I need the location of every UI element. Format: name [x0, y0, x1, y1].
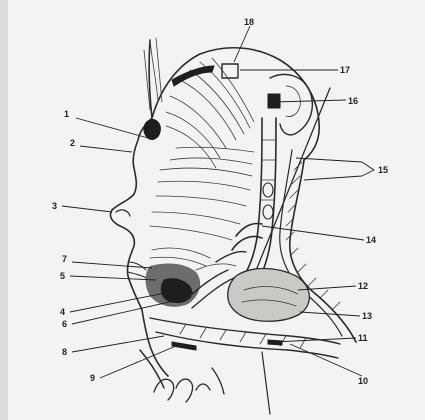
label-17: 17	[340, 65, 350, 75]
label-3: 3	[52, 201, 57, 211]
label-5: 5	[60, 271, 65, 281]
back-line	[262, 352, 270, 414]
ear-canal	[268, 94, 280, 108]
vessel-branch-lower	[216, 251, 246, 262]
label-1: 1	[64, 109, 69, 119]
label-9: 9	[90, 373, 95, 383]
label-7: 7	[62, 254, 67, 264]
shoulder-right	[212, 368, 224, 394]
sternal-dark-spot	[268, 340, 282, 345]
label-12: 12	[358, 281, 368, 291]
temporal-muscle	[166, 58, 254, 168]
nostril	[116, 210, 130, 216]
face-profile-outline	[110, 40, 168, 376]
label-16: 16	[348, 96, 358, 106]
label-2: 2	[70, 138, 75, 148]
label-6: 6	[62, 319, 67, 329]
condyle-block	[222, 64, 238, 78]
hand-fingers	[154, 379, 210, 402]
label-14: 14	[366, 235, 376, 245]
eye-region	[144, 120, 160, 140]
paper-edge-shadow	[0, 0, 8, 420]
masseter-fibers	[150, 147, 254, 240]
label-13: 13	[362, 311, 372, 321]
label-4: 4	[60, 307, 65, 317]
label-8: 8	[62, 347, 67, 357]
lymph-node	[263, 205, 273, 219]
label-18: 18	[244, 17, 254, 27]
lymph-node	[263, 183, 273, 197]
label-15: 15	[378, 165, 388, 175]
label-11: 11	[358, 333, 368, 343]
vessel-outer	[244, 118, 262, 276]
label-10: 10	[358, 376, 368, 386]
